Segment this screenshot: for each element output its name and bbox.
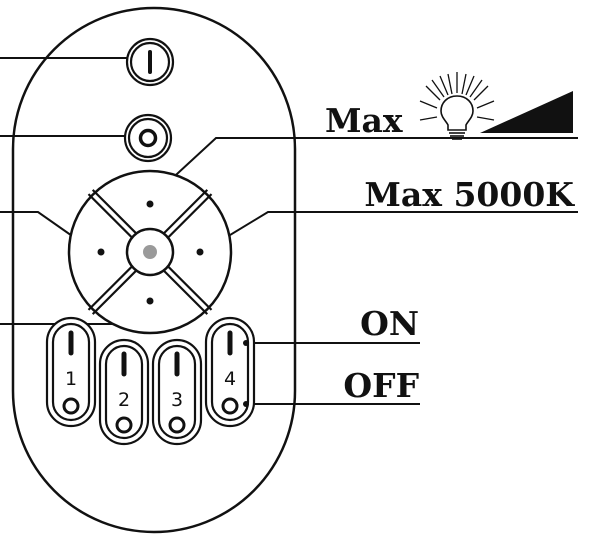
up-dot: [146, 200, 154, 208]
left-dot: [97, 248, 105, 256]
zone-3-number: 3: [171, 389, 183, 411]
label-off: OFF: [343, 366, 419, 405]
right-dot: [196, 248, 204, 256]
brightness-ramp-icon: [480, 91, 573, 133]
down-dot: [146, 297, 154, 305]
zone-4-off-icon: [221, 397, 239, 415]
zone-1-button[interactable]: 1: [45, 316, 97, 428]
power-off-button[interactable]: [123, 113, 173, 163]
zone-1-number: 1: [65, 368, 77, 390]
power-on-button[interactable]: [125, 37, 175, 87]
label-on: ON: [360, 304, 419, 343]
zone-4-number: 4: [224, 368, 236, 390]
direction-pad: [67, 169, 233, 335]
lightbulb-icon: [419, 72, 495, 140]
lightbulb-rays: [419, 72, 495, 121]
power-off-icon: [138, 128, 158, 148]
label-max-5000k: Max 5000K: [364, 175, 575, 214]
zone-2-off-icon: [115, 416, 133, 434]
zone-4-button[interactable]: 4: [204, 316, 256, 428]
zone-1-off-icon: [62, 397, 80, 415]
off-connector-dot: [243, 401, 249, 407]
label-max: Max: [325, 101, 403, 140]
center-indicator: [143, 245, 157, 259]
zone-2-number: 2: [118, 389, 130, 411]
zone-3-off-icon: [168, 416, 186, 434]
zone-2-button[interactable]: 2: [98, 338, 150, 446]
on-connector-dot: [243, 340, 249, 346]
zone-3-button[interactable]: 3: [151, 338, 203, 446]
